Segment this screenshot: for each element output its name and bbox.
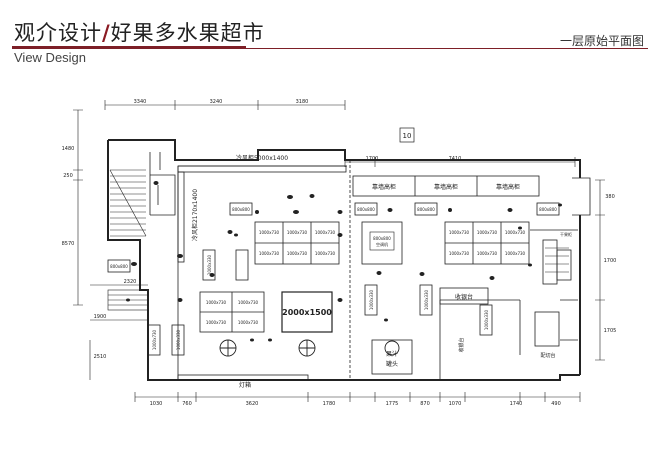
high-cabinet-label-1: 靠墙高柜 xyxy=(372,183,396,191)
dim-left-3: 8570 xyxy=(62,241,75,247)
dim-bottom-5: 1775 xyxy=(386,401,399,407)
small-table-label-3: 800x800 xyxy=(417,207,435,212)
table-label-10: 1000x730 xyxy=(449,251,470,256)
title-separator: / xyxy=(102,21,111,45)
dim-top-2: 3240 xyxy=(210,99,223,105)
vertical-table-label-6: 1000x730 xyxy=(152,329,157,350)
dim-right-3: 1705 xyxy=(604,328,617,334)
table-label-6: 1000x730 xyxy=(315,251,336,256)
center-sign: 果汁 罐头 xyxy=(371,339,413,375)
table-label-13: 1000x730 xyxy=(206,300,227,305)
vertical-table-label-2: 1000x330 xyxy=(369,289,374,310)
vertical-table-label-1: 1000x330 xyxy=(207,254,212,275)
dim-right-1: 380 xyxy=(605,194,615,200)
center-table-label: 800x800 xyxy=(373,236,391,241)
table-label-16: 1000x730 xyxy=(238,320,259,325)
dim-lower-1: 2320 xyxy=(124,279,137,285)
stair-hatch xyxy=(109,169,147,237)
cold-cabinet-top-label: 冷风柜5000x1400 xyxy=(236,154,288,162)
dim-left-1: 1480 xyxy=(62,146,75,152)
dim-bottom-4: 1780 xyxy=(323,401,336,407)
table-grid-right: 800x800 空调机 1000x730 1000x730 1000x730 1… xyxy=(361,221,530,265)
dim-bottom-9: 490 xyxy=(551,401,561,407)
cold-cabinet-side: 冷风柜2170x1400 xyxy=(177,171,199,263)
dim-upper-1: 1700 xyxy=(366,156,379,162)
island-display: 2000x1500 xyxy=(281,291,333,333)
center-sign-1: 空调机 xyxy=(376,241,388,247)
dim-bottom-1: 1030 xyxy=(150,401,163,407)
dimension-lines xyxy=(73,100,605,402)
high-cabinets: 靠墙高柜 靠墙高柜 靠墙高柜 xyxy=(352,175,540,197)
table-grid-left: 1000x730 1000x730 1000x730 1000x730 1000… xyxy=(254,221,340,265)
subtitle: View Design xyxy=(14,50,87,65)
light-box: 灯箱 xyxy=(177,374,309,389)
small-tables: 800x800 800x800 800x800 800x800 800x800 xyxy=(107,202,560,273)
prep-station: 配切台 xyxy=(534,311,560,359)
table-label-5: 1000x730 xyxy=(287,251,308,256)
dim-top-3: 3180 xyxy=(296,99,309,105)
table-label-14: 1000x730 xyxy=(238,300,259,305)
table-block-lower: 1000x730 1000x730 1000x730 1000x730 xyxy=(199,291,265,333)
vertical-table-label-4: 1000x330 xyxy=(484,309,489,330)
cold-cabinet-top: 冷风柜5000x1400 xyxy=(177,154,347,173)
table-label-8: 1000x730 xyxy=(477,230,498,235)
plan-name: 一层原始平面图 xyxy=(559,34,644,48)
vertical-table-label-5: 1000x330 xyxy=(176,329,181,350)
center-sign-3: 罐头 xyxy=(386,360,398,368)
high-cabinet-label-3: 靠墙高柜 xyxy=(496,183,520,191)
plant-markers xyxy=(126,181,562,342)
stamp-label: 10 xyxy=(403,132,412,140)
shelf-label: 干果柜 xyxy=(560,231,572,237)
page-title: 观介设计/好果多水果超市 xyxy=(14,17,265,47)
dim-bottom-7: 1070 xyxy=(449,401,462,407)
table-label-7: 1000x730 xyxy=(449,230,470,235)
cold-cabinet-side-label: 冷风柜2170x1400 xyxy=(191,189,199,241)
dimension-labels: 3340 3240 3180 1700 7410 1480 250 8570 2… xyxy=(62,99,617,407)
dim-right-2: 1700 xyxy=(604,258,617,264)
inner-walls xyxy=(107,142,591,380)
right-shelves: 干果柜 xyxy=(542,231,572,285)
table-label-12: 1000x730 xyxy=(505,251,526,256)
table-label-4: 1000x730 xyxy=(259,251,280,256)
dim-bottom-3: 3620 xyxy=(246,401,259,407)
table-label-1: 1000x730 xyxy=(259,230,280,235)
title-prefix: 观介设计 xyxy=(14,21,102,45)
table-label-9: 1000x730 xyxy=(505,230,526,235)
dim-lower-2: 1900 xyxy=(94,314,107,320)
title-underline xyxy=(12,46,246,49)
dim-top-1: 3340 xyxy=(134,99,147,105)
aisle-counter-label: 收银台 xyxy=(458,337,465,352)
title-main: 好果多水果超市 xyxy=(110,21,265,45)
island-label: 2000x1500 xyxy=(282,308,332,317)
center-sign-2: 果汁 xyxy=(386,350,398,358)
light-box-label: 灯箱 xyxy=(239,381,251,389)
columns xyxy=(219,339,400,357)
entry-block xyxy=(107,289,149,311)
small-table-label-2: 800x800 xyxy=(357,207,375,212)
dim-upper-2: 7410 xyxy=(449,156,462,162)
small-table-label-4: 800x800 xyxy=(539,207,557,212)
table-label-2: 1000x730 xyxy=(287,230,308,235)
dim-bottom-6: 870 xyxy=(420,401,430,407)
cash-counter: 收银台 收银台 xyxy=(439,287,489,353)
stamp: 10 xyxy=(399,127,415,143)
dim-left-2: 250 xyxy=(63,173,73,179)
header-rule xyxy=(246,48,648,49)
dim-lower-3: 2510 xyxy=(94,354,107,360)
prep-station-label: 配切台 xyxy=(540,352,555,359)
high-cabinet-label-2: 靠墙高柜 xyxy=(434,183,458,191)
dim-bottom-2: 760 xyxy=(182,401,192,407)
table-label-11: 1000x730 xyxy=(477,251,498,256)
small-table-label-5: 800x800 xyxy=(110,264,128,269)
dim-bottom-8: 1740 xyxy=(510,401,523,407)
vertical-tables: 1000x330 1000x330 1000x330 1000x330 1000… xyxy=(147,249,493,356)
vertical-table-label-3: 1000x330 xyxy=(424,289,429,310)
cash-counter-label: 收银台 xyxy=(455,293,473,301)
small-table-label-1: 800x800 xyxy=(232,207,250,212)
table-label-15: 1000x730 xyxy=(206,320,227,325)
table-label-3: 1000x730 xyxy=(315,230,336,235)
